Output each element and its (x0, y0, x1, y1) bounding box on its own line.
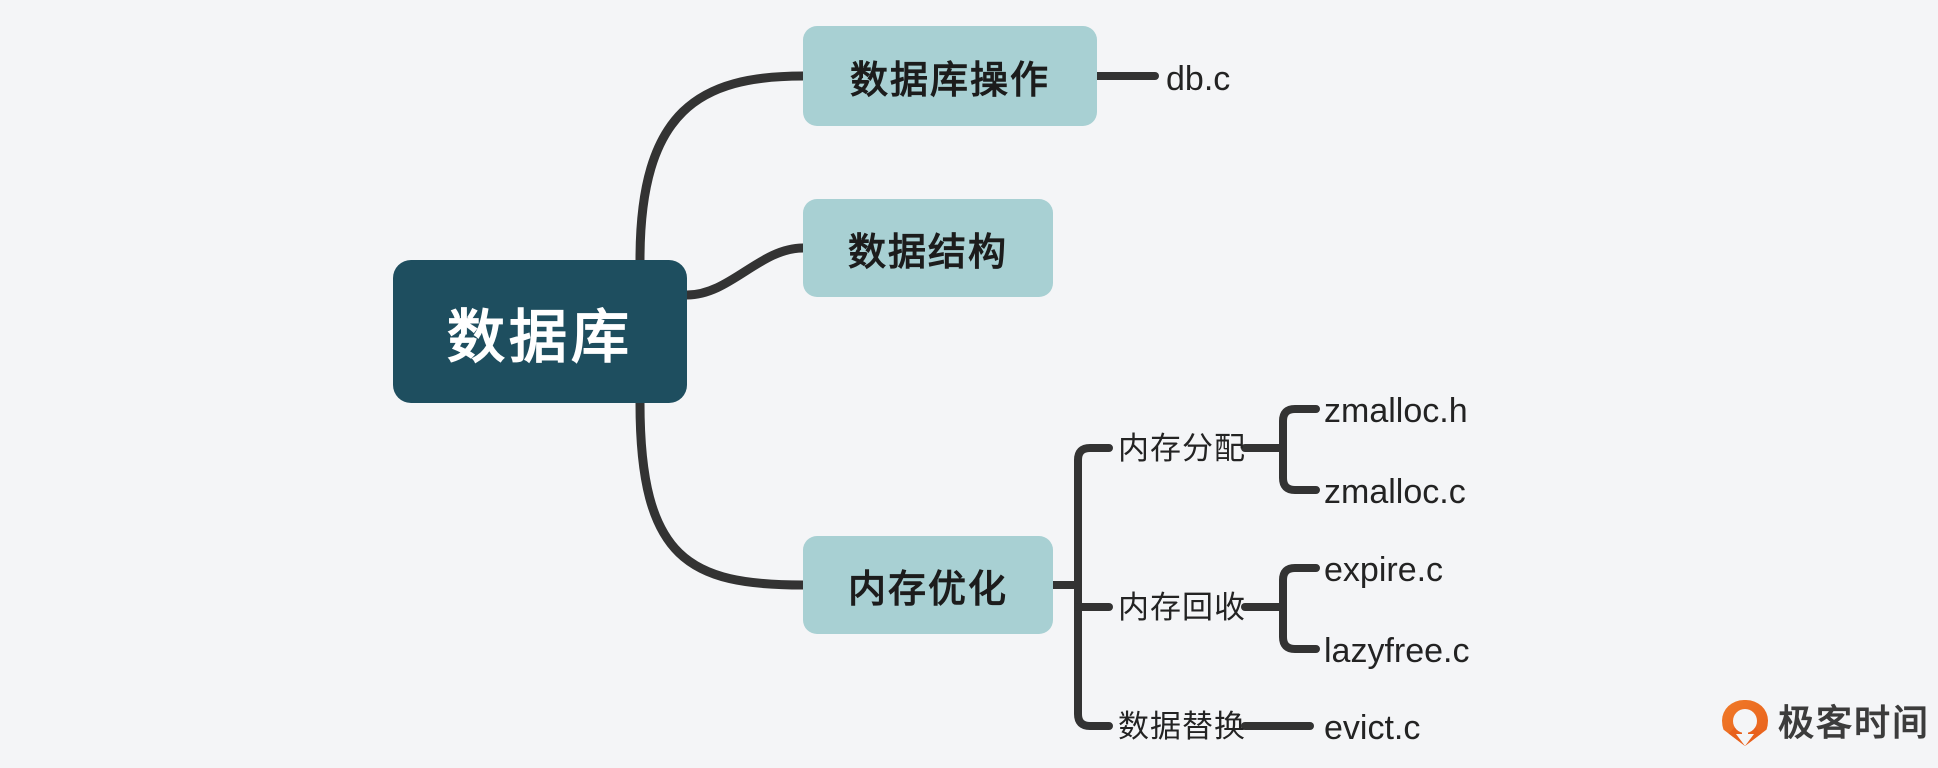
branch-node-database-operations[interactable]: 数据库操作 (803, 26, 1097, 126)
location-pin-arrow-icon (1722, 700, 1768, 750)
edge-root-to-data-structure (682, 243, 808, 300)
bracket-memory-allocation (1279, 405, 1320, 494)
leaf-evict-c[interactable]: evict.c (1324, 709, 1421, 747)
bracket-memory-reclaim (1279, 564, 1320, 653)
leaf-lazyfree-c[interactable]: lazyfree.c (1324, 632, 1470, 670)
leaf-memory-allocation[interactable]: 内存分配 (1118, 431, 1246, 466)
edge-root-to-db-ops (635, 71, 808, 265)
branch-node-data-structure[interactable]: 数据结构 (803, 199, 1053, 297)
leaf-zmalloc-h[interactable]: zmalloc.h (1324, 392, 1468, 430)
leaf-expire-c[interactable]: expire.c (1324, 551, 1444, 589)
leaf-zmalloc-c[interactable]: zmalloc.c (1324, 473, 1466, 511)
brand-watermark: 极客时间 (1722, 700, 1930, 750)
edge-root-to-memory-optimization (635, 398, 808, 590)
leaf-memory-reclaim[interactable]: 内存回收 (1118, 590, 1246, 625)
root-node-database[interactable]: 数据库 (393, 260, 687, 403)
spine-memory-optimization (1074, 444, 1113, 730)
leaf-data-eviction[interactable]: 数据替换 (1118, 709, 1246, 744)
branch-node-memory-optimization[interactable]: 内存优化 (803, 536, 1053, 634)
brand-name: 极客时间 (1778, 702, 1931, 743)
leaf-dbc[interactable]: db.c (1166, 60, 1231, 98)
